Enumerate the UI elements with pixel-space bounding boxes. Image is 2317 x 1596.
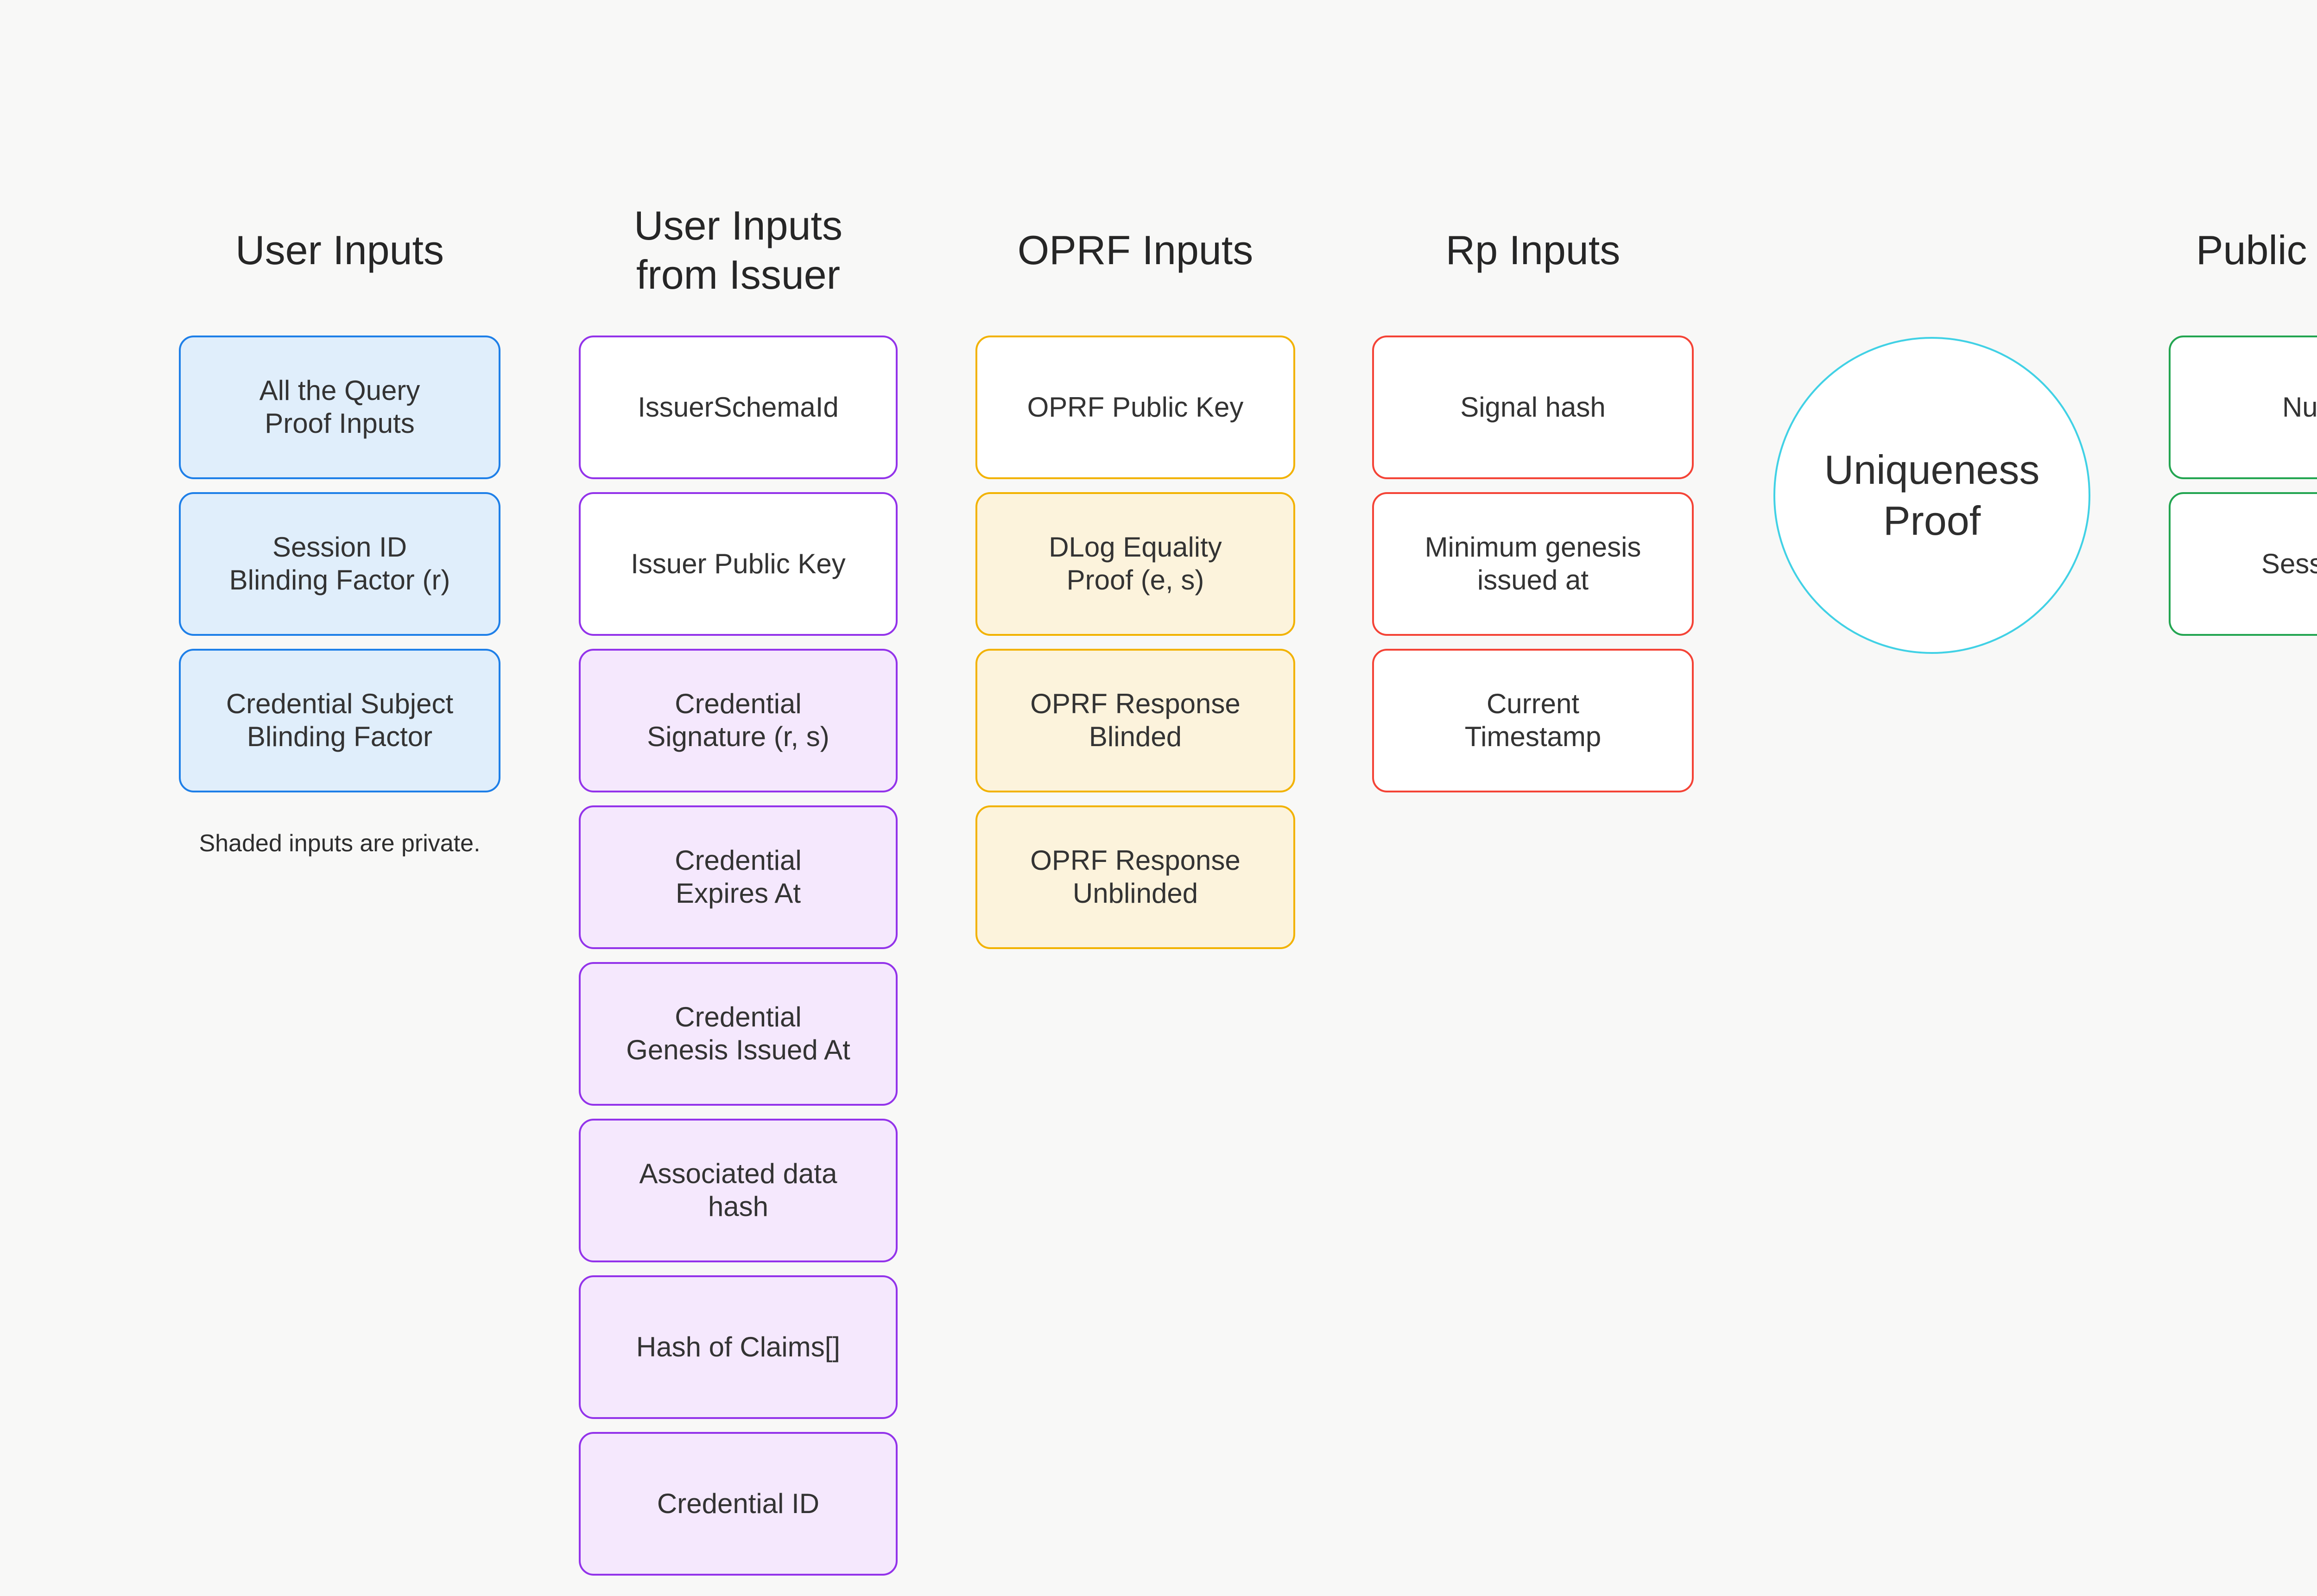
node-query-proof-inputs: All the Query Proof Inputs [179, 336, 500, 479]
node-label: Current Timestamp [1464, 688, 1602, 752]
node-oprf-response-unblinded: OPRF Response Unblinded [975, 805, 1295, 949]
node-signal-hash: Signal hash [1372, 336, 1694, 479]
node-hash-of-claims: Hash of Claims[] [579, 1275, 898, 1419]
column-user-inputs-from-issuer: User Inputs from Issuer IssuerSchemaId I… [579, 185, 898, 1576]
node-session-id-blinding-factor: Session ID Blinding Factor (r) [179, 492, 500, 636]
node-credential-signature: Credential Signature (r, s) [579, 649, 898, 792]
node-oprf-response-blinded: OPRF Response Blinded [975, 649, 1295, 792]
node-label: OPRF Response Blinded [1030, 688, 1241, 752]
uniqueness-proof-circle: Uniqueness Proof [1773, 337, 2090, 654]
column-title-public-outputs: Public Outputs [2196, 227, 2307, 273]
column-title-oprf-inputs: OPRF Inputs [1017, 227, 1253, 273]
node-label: Credential Signature (r, s) [647, 688, 829, 752]
column-title-user-inputs-from-issuer: User Inputs from Issuer [634, 203, 842, 298]
node-label: Credential Genesis Issued At [626, 1001, 850, 1065]
node-label: Hash of Claims[] [636, 1331, 841, 1362]
node-label: Credential ID [657, 1488, 820, 1519]
node-issuer-schema-id: IssuerSchemaId [579, 336, 898, 479]
node-credential-genesis-issued-at: Credential Genesis Issued At [579, 962, 898, 1106]
column-stack: All the Query Proof Inputs Session ID Bl… [179, 336, 500, 792]
private-inputs-note: Shaded inputs are private. [199, 830, 481, 857]
column-stack: IssuerSchemaId Issuer Public Key Credent… [579, 336, 898, 1576]
column-stack: OPRF Public Key DLog Equality Proof (e, … [975, 336, 1295, 949]
node-label: Associated data hash [639, 1158, 837, 1222]
node-label: Session ID Blinding Factor (r) [229, 532, 450, 595]
node-issuer-public-key: Issuer Public Key [579, 492, 898, 636]
column-public-outputs: Public Outputs Nullifier Session ID [2169, 185, 2317, 636]
node-label: Credential Expires At [675, 845, 802, 909]
node-label: All the Query Proof Inputs [259, 375, 420, 439]
node-label: Minimum genesis issued at [1424, 532, 1641, 595]
node-session-id: Session ID [2169, 492, 2317, 636]
node-label: Signal hash [1460, 391, 1606, 423]
node-label: Session ID [2261, 548, 2317, 579]
node-label: Credential Subject Blinding Factor [226, 688, 454, 752]
node-minimum-genesis-issued-at: Minimum genesis issued at [1372, 492, 1694, 636]
column-stack: Nullifier Session ID [2169, 336, 2317, 636]
column-user-inputs: User Inputs All the Query Proof Inputs S… [179, 185, 500, 857]
node-associated-data-hash: Associated data hash [579, 1119, 898, 1262]
column-stack: Signal hash Minimum genesis issued at Cu… [1372, 336, 1694, 792]
node-label: IssuerSchemaId [638, 391, 839, 423]
node-label: DLog Equality Proof (e, s) [1049, 532, 1222, 595]
node-label: Issuer Public Key [631, 548, 846, 579]
node-credential-id: Credential ID [579, 1432, 898, 1576]
column-title-user-inputs: User Inputs [235, 227, 444, 273]
node-nullifier: Nullifier [2169, 336, 2317, 479]
column-rp-inputs: Rp Inputs Signal hash Minimum genesis is… [1372, 185, 1694, 792]
node-current-timestamp: Current Timestamp [1372, 649, 1694, 792]
node-label: Nullifier [2282, 391, 2317, 423]
node-label: OPRF Response Unblinded [1030, 845, 1241, 909]
node-credential-expires-at: Credential Expires At [579, 805, 898, 949]
node-oprf-public-key: OPRF Public Key [975, 336, 1295, 479]
node-dlog-equality-proof: DLog Equality Proof (e, s) [975, 492, 1295, 636]
node-label: OPRF Public Key [1027, 391, 1244, 423]
node-credential-subject-blinding-factor: Credential Subject Blinding Factor [179, 649, 500, 792]
column-oprf-inputs: OPRF Inputs OPRF Public Key DLog Equalit… [975, 185, 1295, 949]
column-title-rp-inputs: Rp Inputs [1445, 227, 1621, 273]
